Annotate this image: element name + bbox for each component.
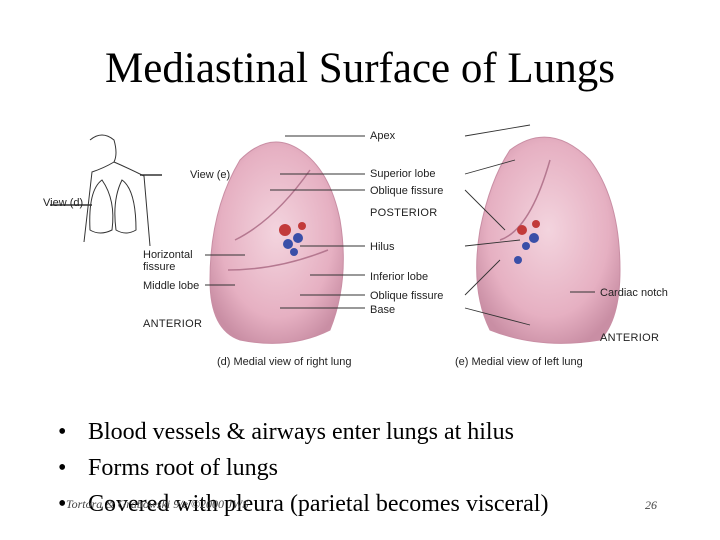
caption-left-lung: (e) Medial view of left lung <box>455 356 583 368</box>
label-base: Base <box>370 304 396 316</box>
leader-lines <box>205 124 595 326</box>
bullet-dot-icon: • <box>58 491 67 517</box>
left-hilus-vessels <box>514 220 540 264</box>
bullet-text: Covered with pleura (parietal becomes vi… <box>88 491 549 517</box>
label-oblique-fissure-bottom: Oblique fissure <box>370 290 444 302</box>
right-hilus-vessels <box>279 222 306 256</box>
lung-figure: Apex View (e) View (d) Superior lobe Obl… <box>30 120 690 380</box>
bullet-dot-icon: • <box>58 419 67 445</box>
bullet-text: Blood vessels & airways enter lungs at h… <box>88 419 514 445</box>
label-apex: Apex <box>370 130 396 142</box>
bullet-text: Forms root of lungs <box>88 455 279 481</box>
label-anterior-left: ANTERIOR <box>143 318 203 330</box>
label-posterior: POSTERIOR <box>370 207 438 219</box>
label-middle-lobe: Middle lobe <box>143 280 200 292</box>
slide-footer: Tortora & Grabowski 9/e ©2000 JWS <box>66 497 249 511</box>
torso-inset <box>50 134 162 247</box>
label-view-d: View (d) <box>43 197 84 209</box>
page-number: 26 <box>645 498 657 512</box>
bullet-item: • Forms root of lungs <box>58 450 698 486</box>
label-cardiac-notch: Cardiac notch <box>600 287 668 299</box>
label-superior-lobe: Superior lobe <box>370 168 436 180</box>
label-horizontal-fissure-line2: fissure <box>143 261 176 273</box>
bullet-dot-icon: • <box>58 455 67 481</box>
label-oblique-fissure-top: Oblique fissure <box>370 185 444 197</box>
label-anterior-right: ANTERIOR <box>600 332 660 344</box>
bullet-list: • Blood vessels & airways enter lungs at… <box>58 414 698 522</box>
right-lung-shape <box>209 141 344 344</box>
bullet-item: • Blood vessels & airways enter lungs at… <box>58 414 698 450</box>
label-horizontal-fissure-line1: Horizontal <box>143 249 193 261</box>
bullet-item: • Covered with pleura (parietal becomes … <box>58 486 698 522</box>
label-view-e: View (e) <box>190 169 231 181</box>
label-inferior-lobe: Inferior lobe <box>370 271 429 283</box>
label-hilus: Hilus <box>370 241 395 253</box>
lung-illustration <box>50 124 621 344</box>
caption-right-lung: (d) Medial view of right lung <box>217 356 352 368</box>
slide-title: Mediastinal Surface of Lungs <box>105 45 615 92</box>
